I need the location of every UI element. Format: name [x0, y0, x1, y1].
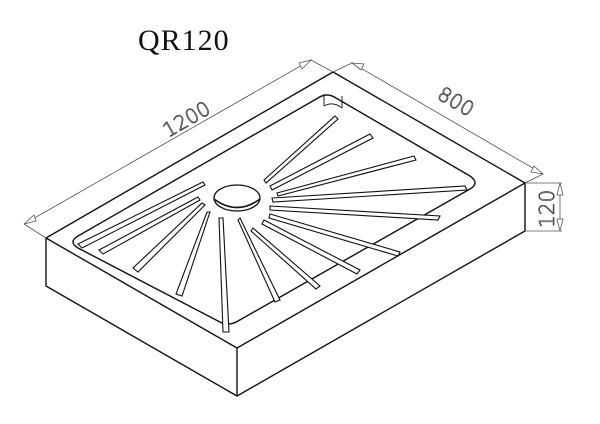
drainage-ridges — [77, 115, 468, 333]
width-label: 800 — [434, 82, 479, 122]
height-label: 120 — [535, 190, 559, 228]
drain — [213, 184, 261, 212]
dimension-width: 800 — [332, 62, 545, 184]
model-title: QR120 — [138, 24, 230, 57]
basin-recess — [72, 94, 476, 325]
dimension-height: 120 — [525, 182, 564, 232]
length-label: 1200 — [159, 96, 215, 142]
